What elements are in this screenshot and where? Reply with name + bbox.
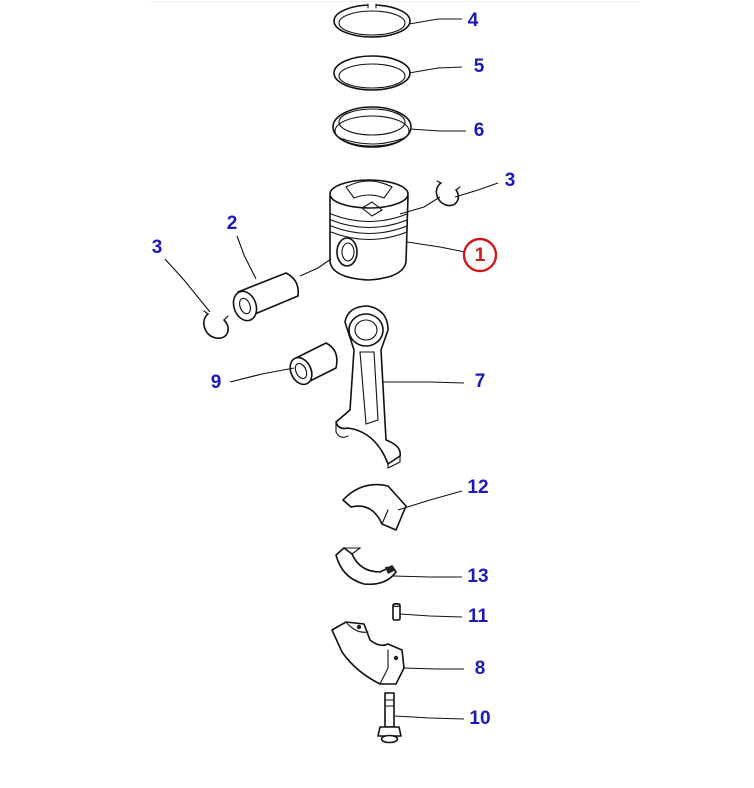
piston	[329, 179, 409, 281]
leader-1	[406, 241, 466, 253]
leader-11	[399, 613, 463, 618]
leader-10	[394, 715, 465, 720]
leader-13	[392, 575, 462, 578]
leader-7	[382, 381, 465, 384]
bearing-upper	[342, 483, 407, 531]
callout-3-right: 3	[505, 170, 516, 191]
callout-12: 12	[467, 477, 488, 498]
callout-5: 5	[474, 56, 485, 77]
callout-6: 6	[474, 120, 485, 141]
callout-2: 2	[227, 213, 238, 234]
leader-9	[229, 367, 295, 383]
leader-8	[402, 667, 464, 670]
piston-ring-5	[333, 55, 411, 91]
callout-7: 7	[475, 371, 486, 392]
bearing-lower	[335, 547, 397, 586]
callout-1: 1	[475, 245, 486, 266]
leader-3-right	[454, 182, 499, 198]
leader-6	[409, 128, 466, 132]
leader-pin-piston	[299, 258, 332, 277]
piston-ring-4	[333, 3, 411, 38]
dowel-pin	[392, 602, 401, 621]
leader-12	[397, 490, 463, 511]
callout-11: 11	[468, 606, 489, 627]
leader-5	[408, 66, 463, 74]
snap-ring-left	[203, 310, 229, 339]
callout-8: 8	[475, 658, 486, 679]
callout-13: 13	[467, 566, 488, 587]
snap-ring-right	[435, 180, 461, 207]
connecting-rod	[335, 305, 402, 469]
leader-piston-snap	[399, 196, 441, 215]
callout-4: 4	[468, 10, 479, 31]
bushing	[289, 342, 338, 386]
connecting-rod-bolt	[377, 692, 402, 744]
rod-cap	[331, 621, 405, 685]
leader-2	[236, 235, 257, 280]
highlight-circle	[462, 237, 498, 273]
callout-9: 9	[211, 372, 222, 393]
leader-3-left	[164, 258, 211, 313]
leader-4	[408, 18, 462, 25]
piston-pin	[232, 272, 300, 322]
callout-10: 10	[469, 708, 490, 729]
callout-3-left: 3	[152, 237, 163, 258]
piston-ring-6	[332, 106, 412, 148]
